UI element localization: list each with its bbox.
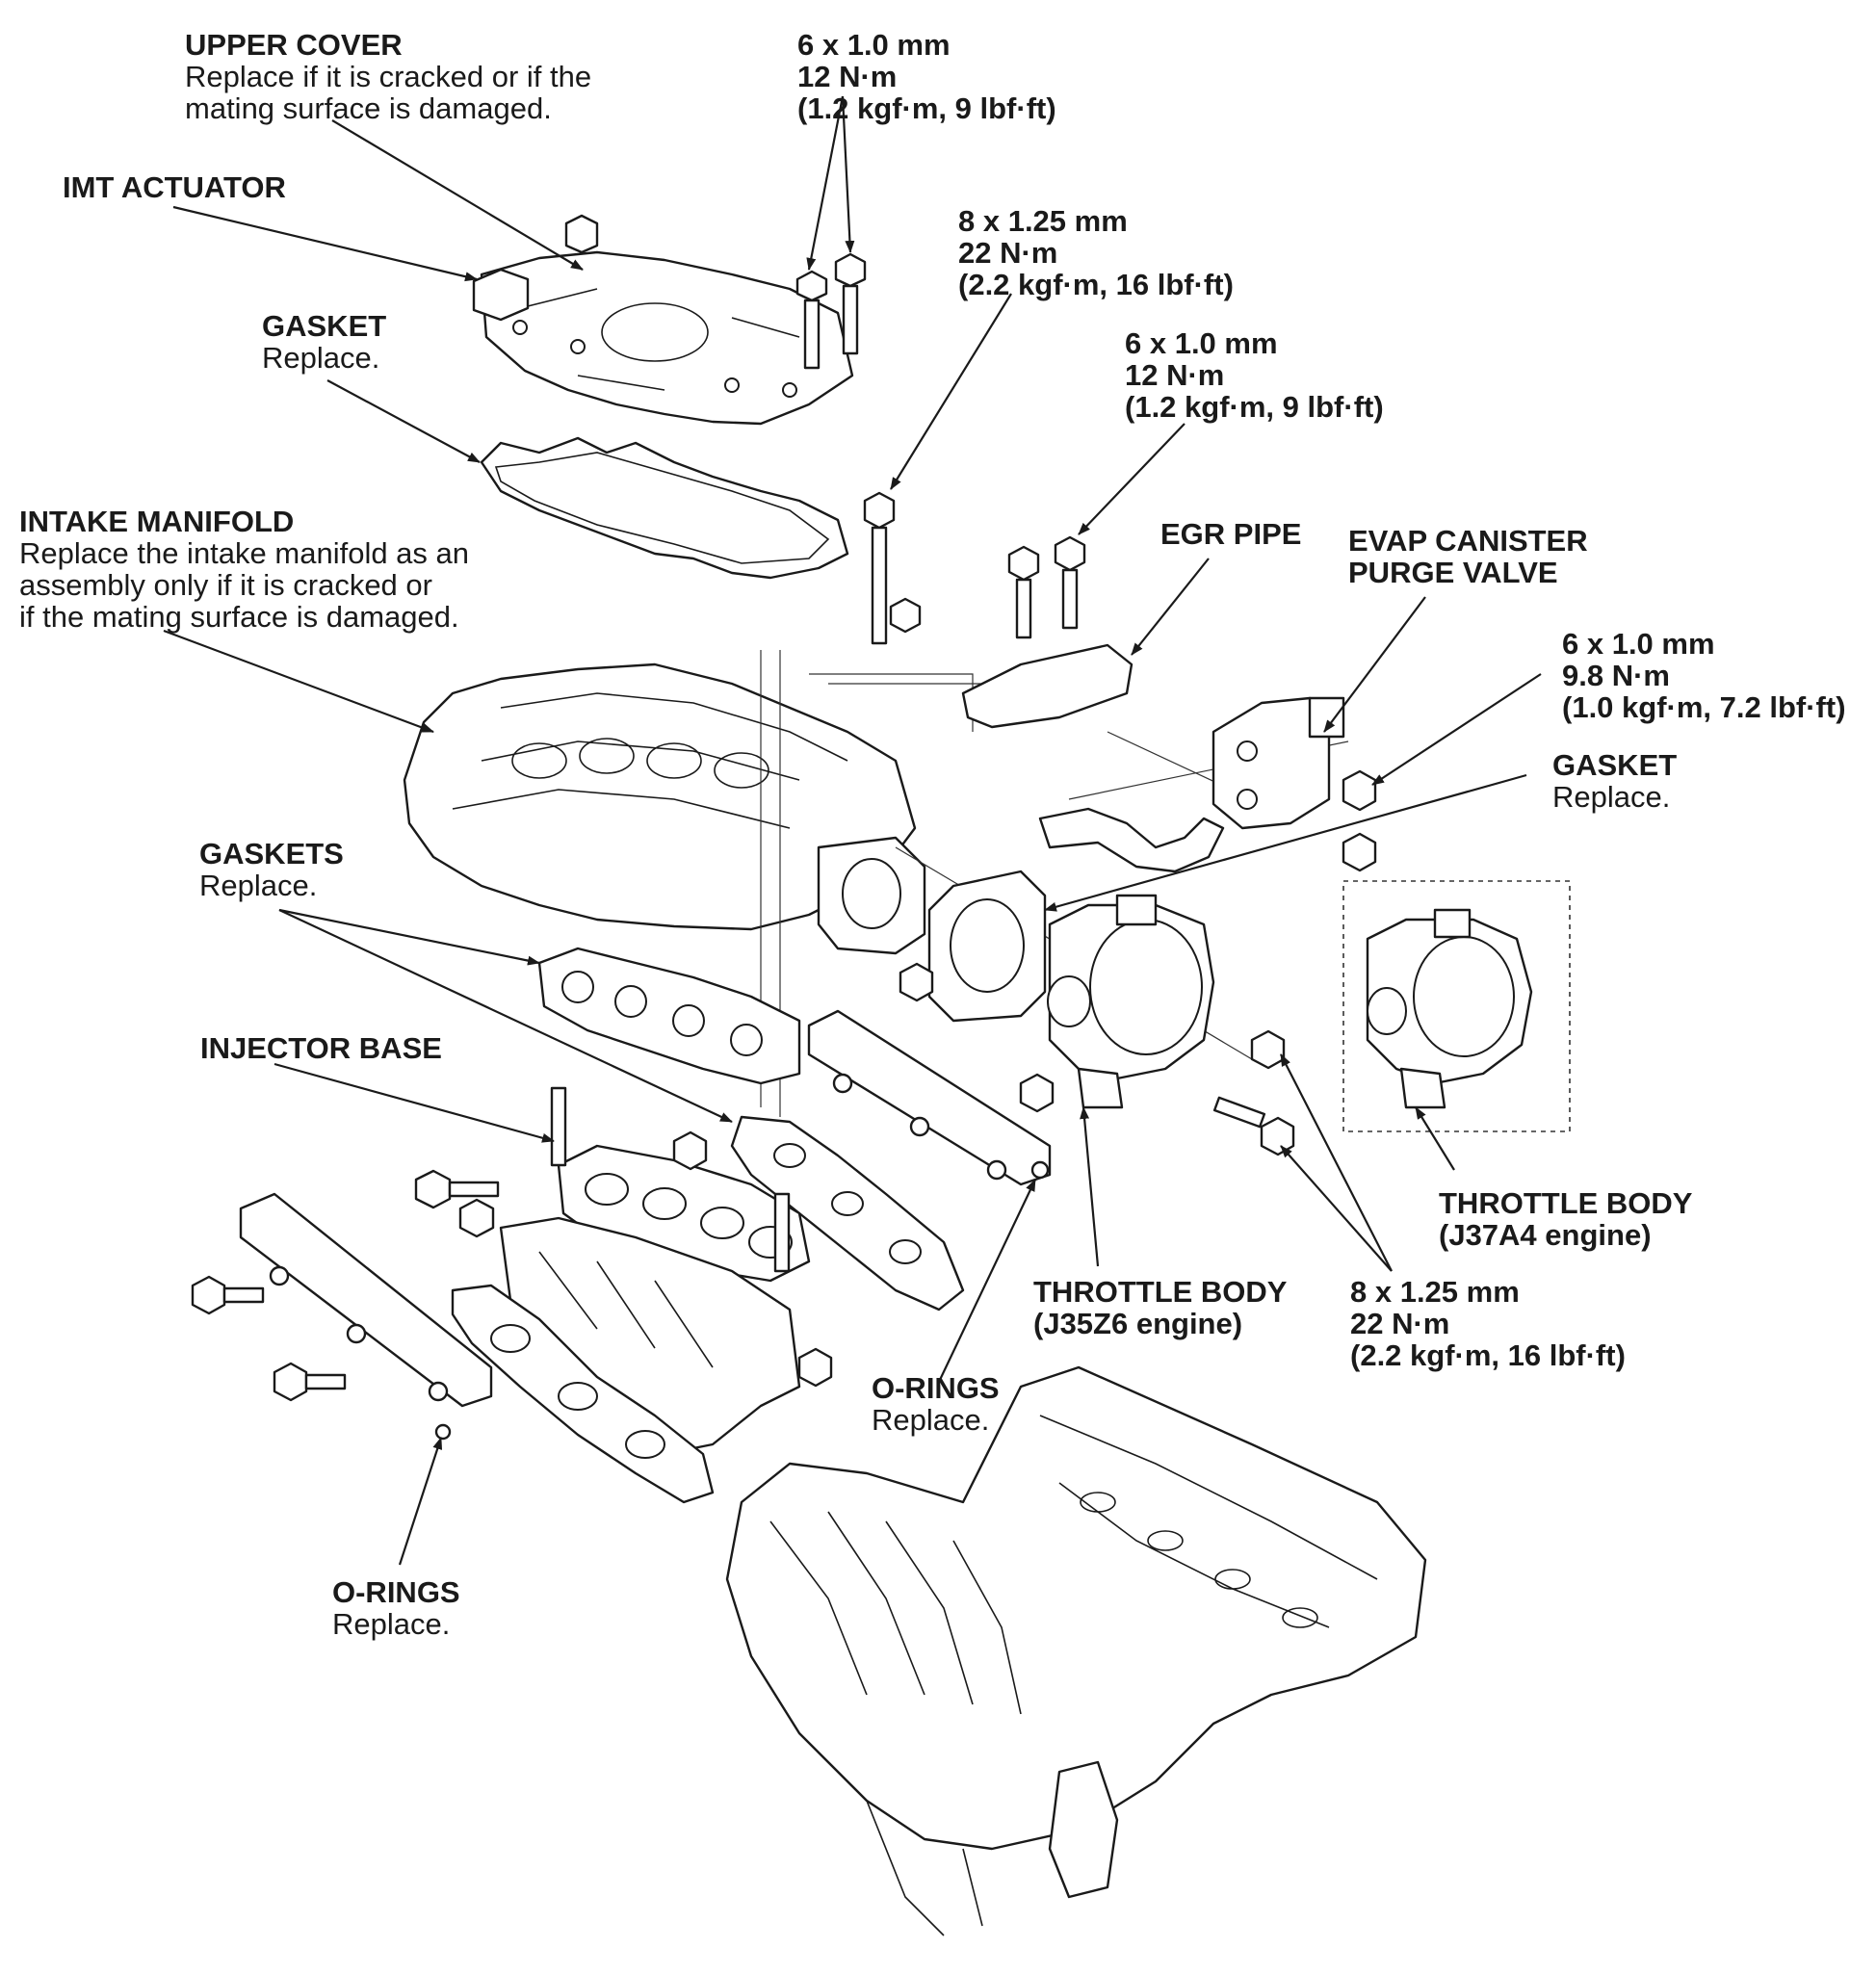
o-rings-left-title: O-RINGS	[332, 1575, 460, 1609]
evap-nut-spec: 6 x 1.0 mm 9.8 N·m (1.0 kgf·m, 7.2 lbf·f…	[1562, 628, 1846, 723]
throttle-j35-callout: THROTTLE BODY (J35Z6 engine)	[1033, 1276, 1288, 1339]
fuel-rail-left-part	[239, 1192, 493, 1441]
spec-alt: (1.2 kgf·m, 9 lbf·ft)	[797, 91, 1056, 125]
upper-cover-title: UPPER COVER	[185, 28, 403, 62]
gasket-top-callout: GASKET Replace.	[262, 310, 386, 374]
evap-valve-title-1: EVAP CANISTER	[1348, 524, 1588, 558]
gasket-top-title: GASKET	[262, 309, 387, 343]
spec-alt: (1.0 kgf·m, 7.2 lbf·ft)	[1562, 690, 1846, 724]
injector-base-bolts	[414, 1130, 833, 1388]
spec-alt: (2.2 kgf·m, 16 lbf·ft)	[1350, 1338, 1626, 1372]
injector-base-title: INJECTOR BASE	[200, 1031, 442, 1065]
spec-size: 8 x 1.25 mm	[958, 204, 1128, 238]
manifold-long-bolt	[863, 491, 922, 645]
spec-torque: 22 N·m	[1350, 1307, 1450, 1340]
fuel-rail-center-part	[807, 1009, 1052, 1186]
throttle-j37-title: THROTTLE BODY	[1439, 1186, 1693, 1220]
upper-cover-nut	[564, 214, 599, 254]
cover-bolts	[795, 252, 867, 370]
egr-bolts-spec: 6 x 1.0 mm 12 N·m (1.2 kgf·m, 9 lbf·ft)	[1125, 327, 1384, 423]
egr-pipe-part	[961, 643, 1225, 873]
intake-manifold-part	[403, 662, 926, 955]
intake-manifold-note-3: if the mating surface is damaged.	[19, 600, 459, 634]
gasket-top-note: Replace.	[262, 341, 380, 375]
o-rings-center-callout: O-RINGS Replace.	[872, 1372, 1000, 1436]
throttle-body-j35z6-part	[1047, 894, 1215, 1109]
injector-base-callout: INJECTOR BASE	[200, 1032, 442, 1064]
spec-torque: 12 N·m	[1125, 358, 1225, 392]
upper-cover-note-1: Replace if it is cracked or if the	[185, 60, 592, 93]
gasket-right-callout: GASKET Replace.	[1552, 749, 1677, 813]
throttle-body-j37a4-inset	[1342, 880, 1571, 1132]
gasket-right-title: GASKET	[1552, 748, 1678, 782]
spec-torque: 9.8 N·m	[1562, 659, 1670, 692]
upper-cover-part	[480, 250, 854, 426]
imt-actuator-part	[472, 268, 530, 322]
cover-bolts-spec: 6 x 1.0 mm 12 N·m (1.2 kgf·m, 9 lbf·ft)	[797, 29, 1056, 124]
spec-torque: 12 N·m	[797, 60, 898, 93]
spec-size: 6 x 1.0 mm	[1562, 627, 1715, 661]
fuel-rail-left-bolts	[191, 1275, 347, 1402]
gaskets-note: Replace.	[199, 869, 318, 902]
imt-actuator-callout: IMT ACTUATOR	[63, 171, 286, 203]
upper-cover-note-2: mating surface is damaged.	[185, 91, 552, 125]
evap-nuts	[1342, 769, 1377, 872]
spec-alt: (2.2 kgf·m, 16 lbf·ft)	[958, 268, 1234, 301]
intake-manifold-note-2: assembly only if it is cracked or	[19, 568, 432, 602]
spec-alt: (1.2 kgf·m, 9 lbf·ft)	[1125, 390, 1384, 424]
egr-pipe-title: EGR PIPE	[1160, 517, 1302, 551]
intake-manifold-callout: INTAKE MANIFOLD Replace the intake manif…	[19, 506, 469, 633]
gaskets-callout: GASKETS Replace.	[199, 838, 344, 901]
spec-size: 6 x 1.0 mm	[797, 28, 951, 62]
imt-actuator-title: IMT ACTUATOR	[63, 170, 286, 204]
intake-manifold-title: INTAKE MANIFOLD	[19, 505, 295, 538]
throttle-body-j37a4-part	[1366, 908, 1533, 1109]
spec-size: 6 x 1.0 mm	[1125, 326, 1278, 360]
manifold-bolt-spec: 8 x 1.25 mm 22 N·m (2.2 kgf·m, 16 lbf·ft…	[958, 205, 1234, 300]
egr-pipe-bolts	[1007, 535, 1086, 639]
throttle-j37-engine: (J37A4 engine)	[1439, 1218, 1652, 1252]
throttle-j37-callout: THROTTLE BODY (J37A4 engine)	[1439, 1187, 1693, 1251]
throttle-j35-title: THROTTLE BODY	[1033, 1275, 1288, 1309]
evap-purge-valve-part	[1212, 696, 1345, 830]
gasket-upper-plate	[537, 947, 801, 1085]
o-rings-center-note: Replace.	[872, 1403, 990, 1437]
gasket-lower-plate	[730, 1115, 965, 1312]
egr-pipe-callout: EGR PIPE	[1160, 518, 1301, 550]
intake-gasket-lower	[451, 1284, 715, 1504]
evap-valve-callout: EVAP CANISTER PURGE VALVE	[1348, 525, 1588, 588]
throttle-j35-engine: (J35Z6 engine)	[1033, 1307, 1243, 1340]
o-rings-left-callout: O-RINGS Replace.	[332, 1576, 460, 1640]
upper-cover-callout: UPPER COVER Replace if it is cracked or …	[185, 29, 591, 124]
throttle-gasket-part	[927, 870, 1047, 1023]
gasket-top-part	[480, 436, 849, 580]
leader-lines	[163, 95, 1542, 1566]
throttle-bolts-spec: 8 x 1.25 mm 22 N·m (2.2 kgf·m, 16 lbf·ft…	[1350, 1276, 1626, 1371]
o-rings-center-title: O-RINGS	[872, 1371, 1000, 1405]
o-rings-left-note: Replace.	[332, 1607, 451, 1641]
gasket-right-note: Replace.	[1552, 780, 1671, 814]
intake-manifold-note-1: Replace the intake manifold as an	[19, 536, 470, 570]
evap-valve-title-2: PURGE VALVE	[1348, 556, 1558, 589]
gaskets-title: GASKETS	[199, 837, 344, 870]
spec-torque: 22 N·m	[958, 236, 1058, 270]
engine-cylinder-head	[725, 1365, 1427, 1936]
spec-size: 8 x 1.25 mm	[1350, 1275, 1520, 1309]
